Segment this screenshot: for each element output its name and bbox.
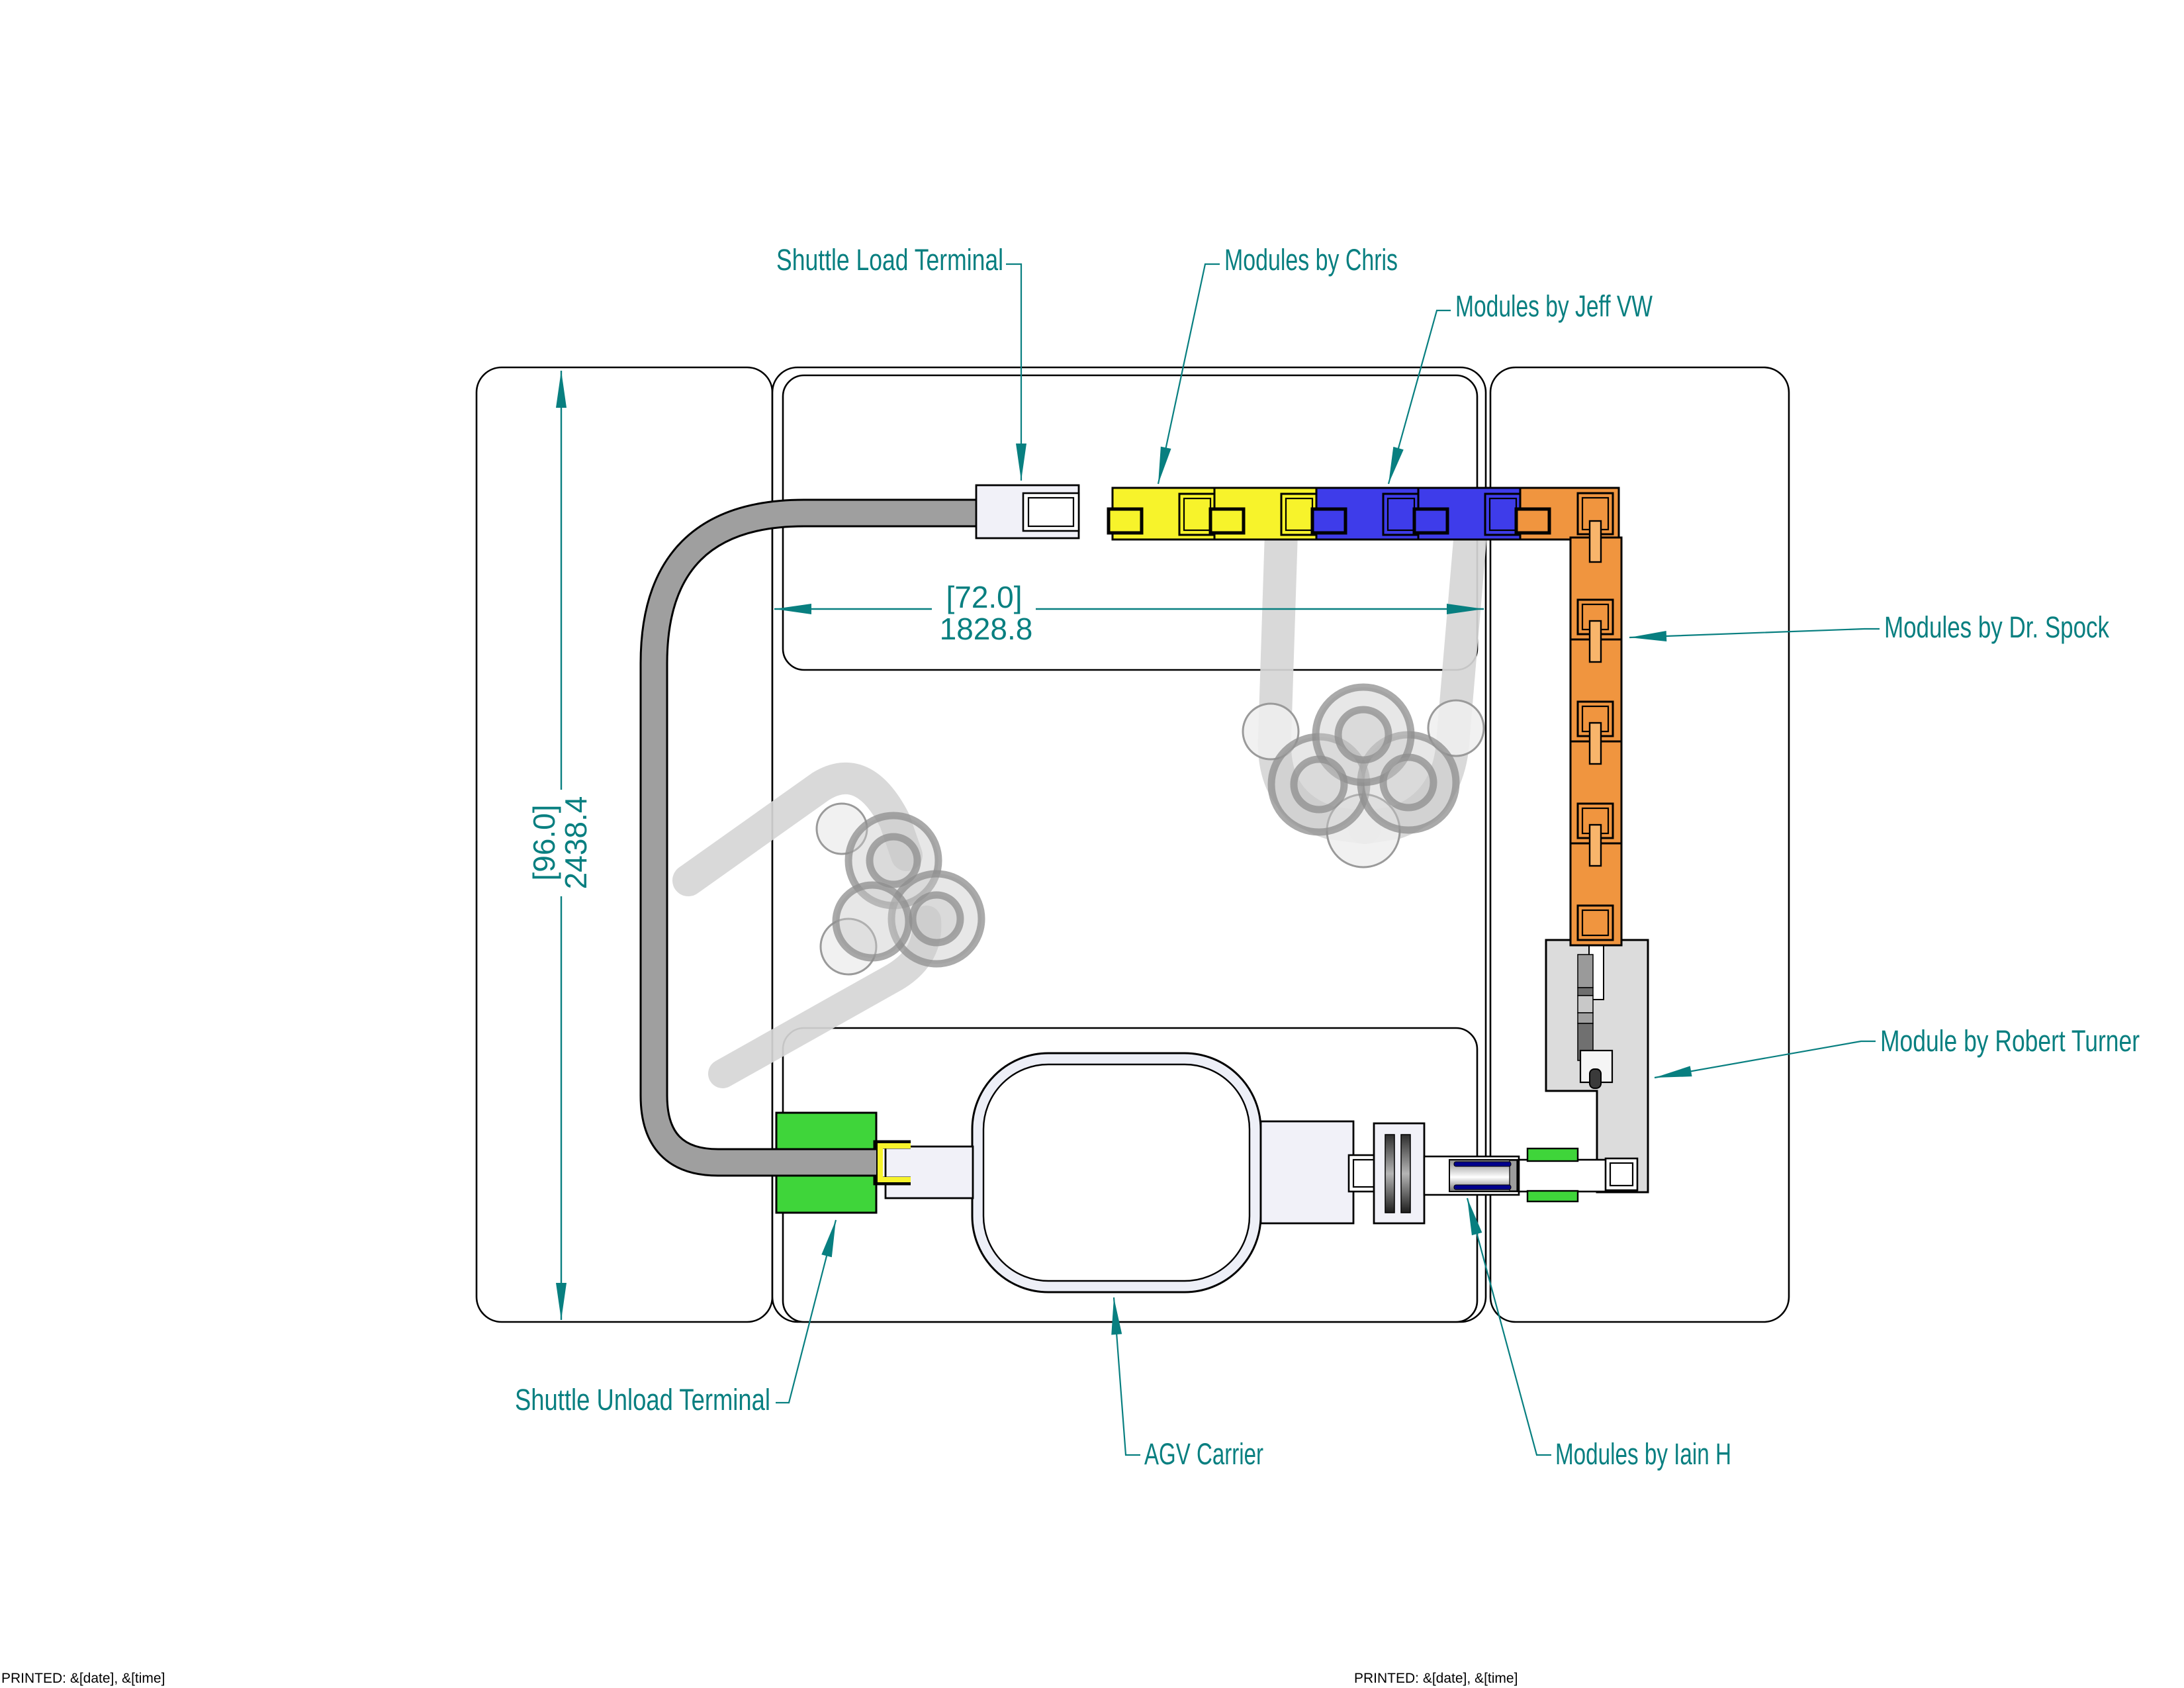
- dim-height-inches: [96.0]: [527, 804, 561, 880]
- dimension-height: [96.0] 2438.4: [527, 371, 593, 1320]
- agv-carrier-loop: [971, 1052, 1262, 1293]
- label-modules-by-chris: Modules by Chris: [1224, 243, 1398, 277]
- robot-lower-left: [672, 762, 985, 1088]
- zone-outlines: [475, 366, 1790, 1323]
- printed-stamp-center: PRINTED: &[date], &[time]: [1354, 1671, 1518, 1686]
- clamp-green-top: [1526, 1147, 1579, 1162]
- leader-lines: [776, 263, 1880, 1456]
- module-robert-turner: [1545, 939, 1649, 1194]
- robot-upper: [1242, 516, 1487, 868]
- label-modules-by-dr-spock: Modules by Dr. Spock: [1884, 610, 2109, 644]
- label-modules-by-iain-h: Modules by Iain H: [1555, 1437, 1731, 1471]
- label-module-by-robert-turner: Module by Robert Turner: [1880, 1024, 2140, 1058]
- module-spock-column: [1569, 520, 1623, 947]
- bottom-transfer-row: [1259, 1120, 1639, 1225]
- label-modules-by-jeff-vw: Modules by Jeff VW: [1455, 289, 1653, 323]
- dim-width-inches: [72.0]: [946, 580, 1022, 614]
- dimension-width: [72.0] 1828.8: [774, 580, 1484, 646]
- clamp-green-bottom: [1526, 1190, 1579, 1203]
- module-jeff-1: [1310, 487, 1420, 541]
- shuttle-conveyor: [639, 498, 1030, 1177]
- agv-dock-block: [1259, 1120, 1355, 1225]
- gripper-bar: [1400, 1134, 1411, 1213]
- unload-out-rail: [873, 1140, 974, 1199]
- module-row: [1107, 487, 1620, 541]
- module-spock-corner: [1514, 487, 1620, 541]
- module-jeff-2: [1412, 487, 1522, 541]
- label-shuttle-load-terminal: Shuttle Load Terminal: [776, 243, 1003, 277]
- label-shuttle-unload-terminal: Shuttle Unload Terminal: [515, 1383, 770, 1417]
- machine-knob: [1589, 1068, 1602, 1089]
- module-chris-1: [1107, 487, 1216, 541]
- gripper-block: [1373, 1122, 1426, 1225]
- dim-height-mm: 2438.4: [559, 796, 593, 890]
- label-agv-carrier: AGV Carrier: [1144, 1437, 1263, 1471]
- gripper-bar: [1385, 1134, 1395, 1213]
- printed-stamp-left: PRINTED: &[date], &[time]: [1, 1671, 165, 1686]
- module-chris-2: [1208, 487, 1318, 541]
- dim-width-mm: 1828.8: [940, 612, 1033, 646]
- yellow-bracket: [878, 1143, 911, 1182]
- shuttle-load-terminal: [975, 484, 1080, 539]
- annotation-labels: Shuttle Load Terminal Modules by Chris M…: [515, 243, 2140, 1471]
